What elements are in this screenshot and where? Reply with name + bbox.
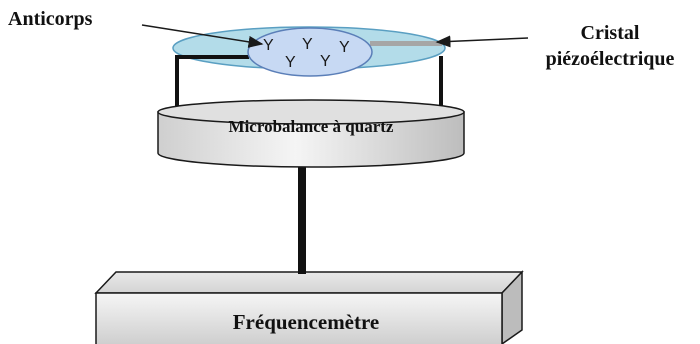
antibody-region (247, 27, 373, 77)
label-antibodies: Anticorps (8, 8, 93, 30)
label-crystal-line1: Cristal (580, 22, 640, 44)
support-post-left (175, 56, 179, 106)
antibody-glyphs: Y Y Y Y Y (263, 36, 350, 71)
label-piezoelectric-crystal: Cristal piézoélectrique (520, 20, 700, 72)
electrode-left (175, 55, 249, 59)
label-frequency-meter: Fréquencemètre (232, 310, 380, 334)
electrode-right (370, 41, 442, 46)
microbalance-body (157, 111, 465, 168)
label-crystal-line2: piézoélectrique (545, 48, 675, 70)
microbalance-top (157, 99, 465, 125)
arrow-anticorps (141, 24, 264, 48)
connector-rod (298, 166, 306, 274)
antibody-glyph: Y (320, 53, 331, 70)
frequency-meter-front-face (95, 292, 503, 344)
arrow-cristal (435, 35, 529, 48)
antibody-glyph: Y (285, 54, 296, 71)
label-microbalance: Microbalance à quartz (228, 117, 394, 136)
antibody-glyph: Y (263, 37, 274, 54)
frequency-meter-top-face (94, 271, 524, 294)
support-post-right (439, 56, 443, 106)
antibody-glyph: Y (302, 36, 313, 53)
frequency-meter-box (94, 270, 524, 344)
microbalance-cylinder (157, 99, 465, 168)
antibody-glyph: Y (339, 39, 350, 56)
